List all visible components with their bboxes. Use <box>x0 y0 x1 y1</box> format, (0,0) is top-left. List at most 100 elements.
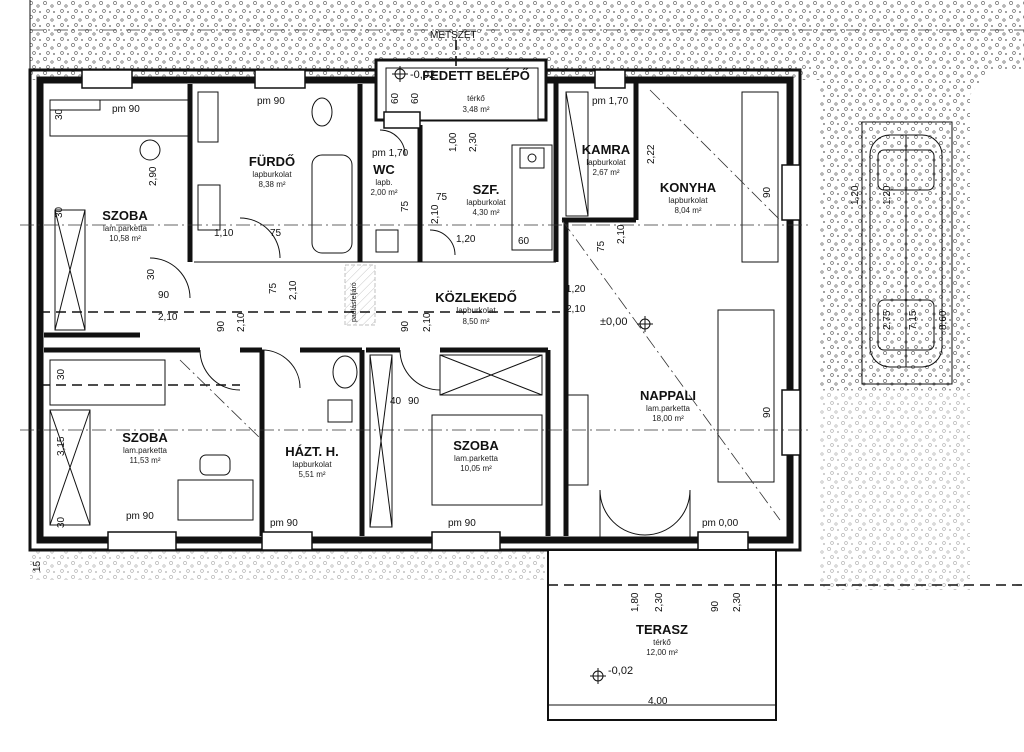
dim-text: pm 1,70 <box>592 96 629 107</box>
dim-text: 40 <box>390 396 402 407</box>
room-label-szoba1: SZOBA lam.parketta 10,58 m² <box>102 208 148 243</box>
dim-text: 75 <box>436 192 448 203</box>
room-name: SZOBA <box>453 438 499 453</box>
dim-text: 75 <box>270 228 282 239</box>
room-floor: lam.parketta <box>646 404 691 413</box>
room-label-konyha: KONYHA lapburkolat 8,04 m² <box>660 180 717 215</box>
dim-text: 90 <box>158 290 170 301</box>
room-name: SZF. <box>473 182 500 197</box>
level-text: ±0,00 <box>600 316 627 328</box>
room-floor: lapburkolat <box>668 196 708 205</box>
room-floor: térkő <box>653 638 671 647</box>
level-marker-terrace: -0,02 <box>590 665 633 684</box>
room-floor: lapburkolat <box>586 158 626 167</box>
dim-text: 1,20 <box>566 284 586 295</box>
dim-text: 1,20 <box>850 185 861 205</box>
dim-text: 90 <box>762 406 773 418</box>
room-label-kamra: KAMRA lapburkolat 2,67 m² <box>582 142 631 177</box>
dim-text: 2,10 <box>236 312 247 332</box>
room-name: TERASZ <box>636 622 688 637</box>
dim-text: 3,15 <box>56 436 67 456</box>
room-area: 18,00 m² <box>652 414 684 423</box>
section-lines <box>20 40 1024 586</box>
room-area: 5,51 m² <box>298 470 325 479</box>
room-area: 3,48 m² <box>462 105 489 114</box>
room-area: 2,00 m² <box>370 188 397 197</box>
room-label-hazt: HÁZT. H. lapburkolat 5,51 m² <box>285 444 338 479</box>
dim-text: 1,00 <box>448 132 459 152</box>
room-floor: lam.parketta <box>123 446 168 455</box>
dim-text: 90 <box>408 396 420 407</box>
room-name: KÖZLEKEDŐ <box>435 290 517 305</box>
dim-text: 1,10 <box>214 228 234 239</box>
dim-text: 30 <box>54 108 65 120</box>
dim-text: 75 <box>400 200 411 212</box>
room-label-furdo: FÜRDŐ lapburkolat 8,38 m² <box>249 154 295 189</box>
dim-text: 30 <box>54 206 65 218</box>
level-text: -0,02 <box>608 665 633 677</box>
dim-text: 2,10 <box>430 204 441 224</box>
terrace <box>547 549 777 721</box>
room-label-kozlekedo: KÖZLEKEDŐ lapburkolat 8,50 m² <box>435 290 517 326</box>
room-area: 2,67 m² <box>592 168 619 177</box>
dim-text: 60 <box>518 236 530 247</box>
car-outline <box>861 121 953 385</box>
dim-text: 2,22 <box>646 144 657 164</box>
dim-text: 2,10 <box>422 312 433 332</box>
room-floor: lam.parketta <box>103 224 148 233</box>
dim-text: 2,10 <box>566 304 586 315</box>
dim-text: 90 <box>216 320 227 332</box>
dim-text: 2,10 <box>616 224 627 244</box>
room-area: 10,58 m² <box>109 234 141 243</box>
room-floor: lapb. <box>375 178 392 187</box>
internal-walls <box>44 80 639 536</box>
dim-text: 2,10 <box>158 312 178 323</box>
section-label: METSZET <box>430 30 477 41</box>
room-area: 12,00 m² <box>646 648 678 657</box>
dim-text: 75 <box>596 240 607 252</box>
room-area: 4,30 m² <box>472 208 499 217</box>
room-label-szf: SZF. lapburkolat 4,30 m² <box>466 182 506 217</box>
room-name: KAMRA <box>582 142 631 157</box>
room-label-terasz: TERASZ térkő 12,00 m² <box>636 622 688 657</box>
room-floor: lapburkolat <box>252 170 292 179</box>
dim-text: pm 90 <box>257 96 285 107</box>
furniture <box>49 91 779 540</box>
room-name: FEDETT BELÉPŐ <box>422 68 530 83</box>
dim-text: 1,20 <box>456 234 476 245</box>
dim-text: 2,90 <box>148 166 159 186</box>
dim-text: 2,30 <box>732 592 743 612</box>
dimension-labels: pm 90 pm 90 pm 1,70 pm 1,70 pm 90 pm 90 … <box>32 92 949 707</box>
room-floor: lapburkolat <box>292 460 332 469</box>
dim-text: 30 <box>146 268 157 280</box>
stair-label: padlásfeljáró <box>351 282 358 322</box>
room-area: 8,38 m² <box>258 180 285 189</box>
dim-text: 90 <box>400 320 411 332</box>
level-marker-main: ±0,00 <box>600 316 653 332</box>
dim-text: 60 <box>390 92 401 104</box>
room-label-szoba2: SZOBA lam.parketta 11,53 m² <box>122 430 168 465</box>
room-name: SZOBA <box>102 208 148 223</box>
dim-text: 1,80 <box>630 592 641 612</box>
room-name: HÁZT. H. <box>285 444 338 459</box>
room-name: KONYHA <box>660 180 717 195</box>
room-floor: lapburkolat <box>456 306 496 315</box>
dim-text: 2,30 <box>654 592 665 612</box>
room-area: 8,50 m² <box>462 317 489 326</box>
windows <box>81 69 801 551</box>
room-label-wc: WC lapb. 2,00 m² <box>370 162 397 197</box>
dim-text: 75 <box>268 282 279 294</box>
dim-text: 2,30 <box>468 132 479 152</box>
room-name: FÜRDŐ <box>249 154 295 169</box>
dim-text: 2,10 <box>288 280 299 300</box>
level-pm-nappali: pm 0,00 <box>702 518 739 529</box>
dim-text: 60 <box>410 92 421 104</box>
room-area: 8,04 m² <box>674 206 701 215</box>
dim-text: 90 <box>762 186 773 198</box>
level-marker-entrance: -0,02 <box>392 66 435 82</box>
outer-walls <box>28 58 802 552</box>
dim-text: pm 1,70 <box>372 148 409 159</box>
room-area: 10,05 m² <box>460 464 492 473</box>
room-name: NAPPALI <box>640 388 696 403</box>
